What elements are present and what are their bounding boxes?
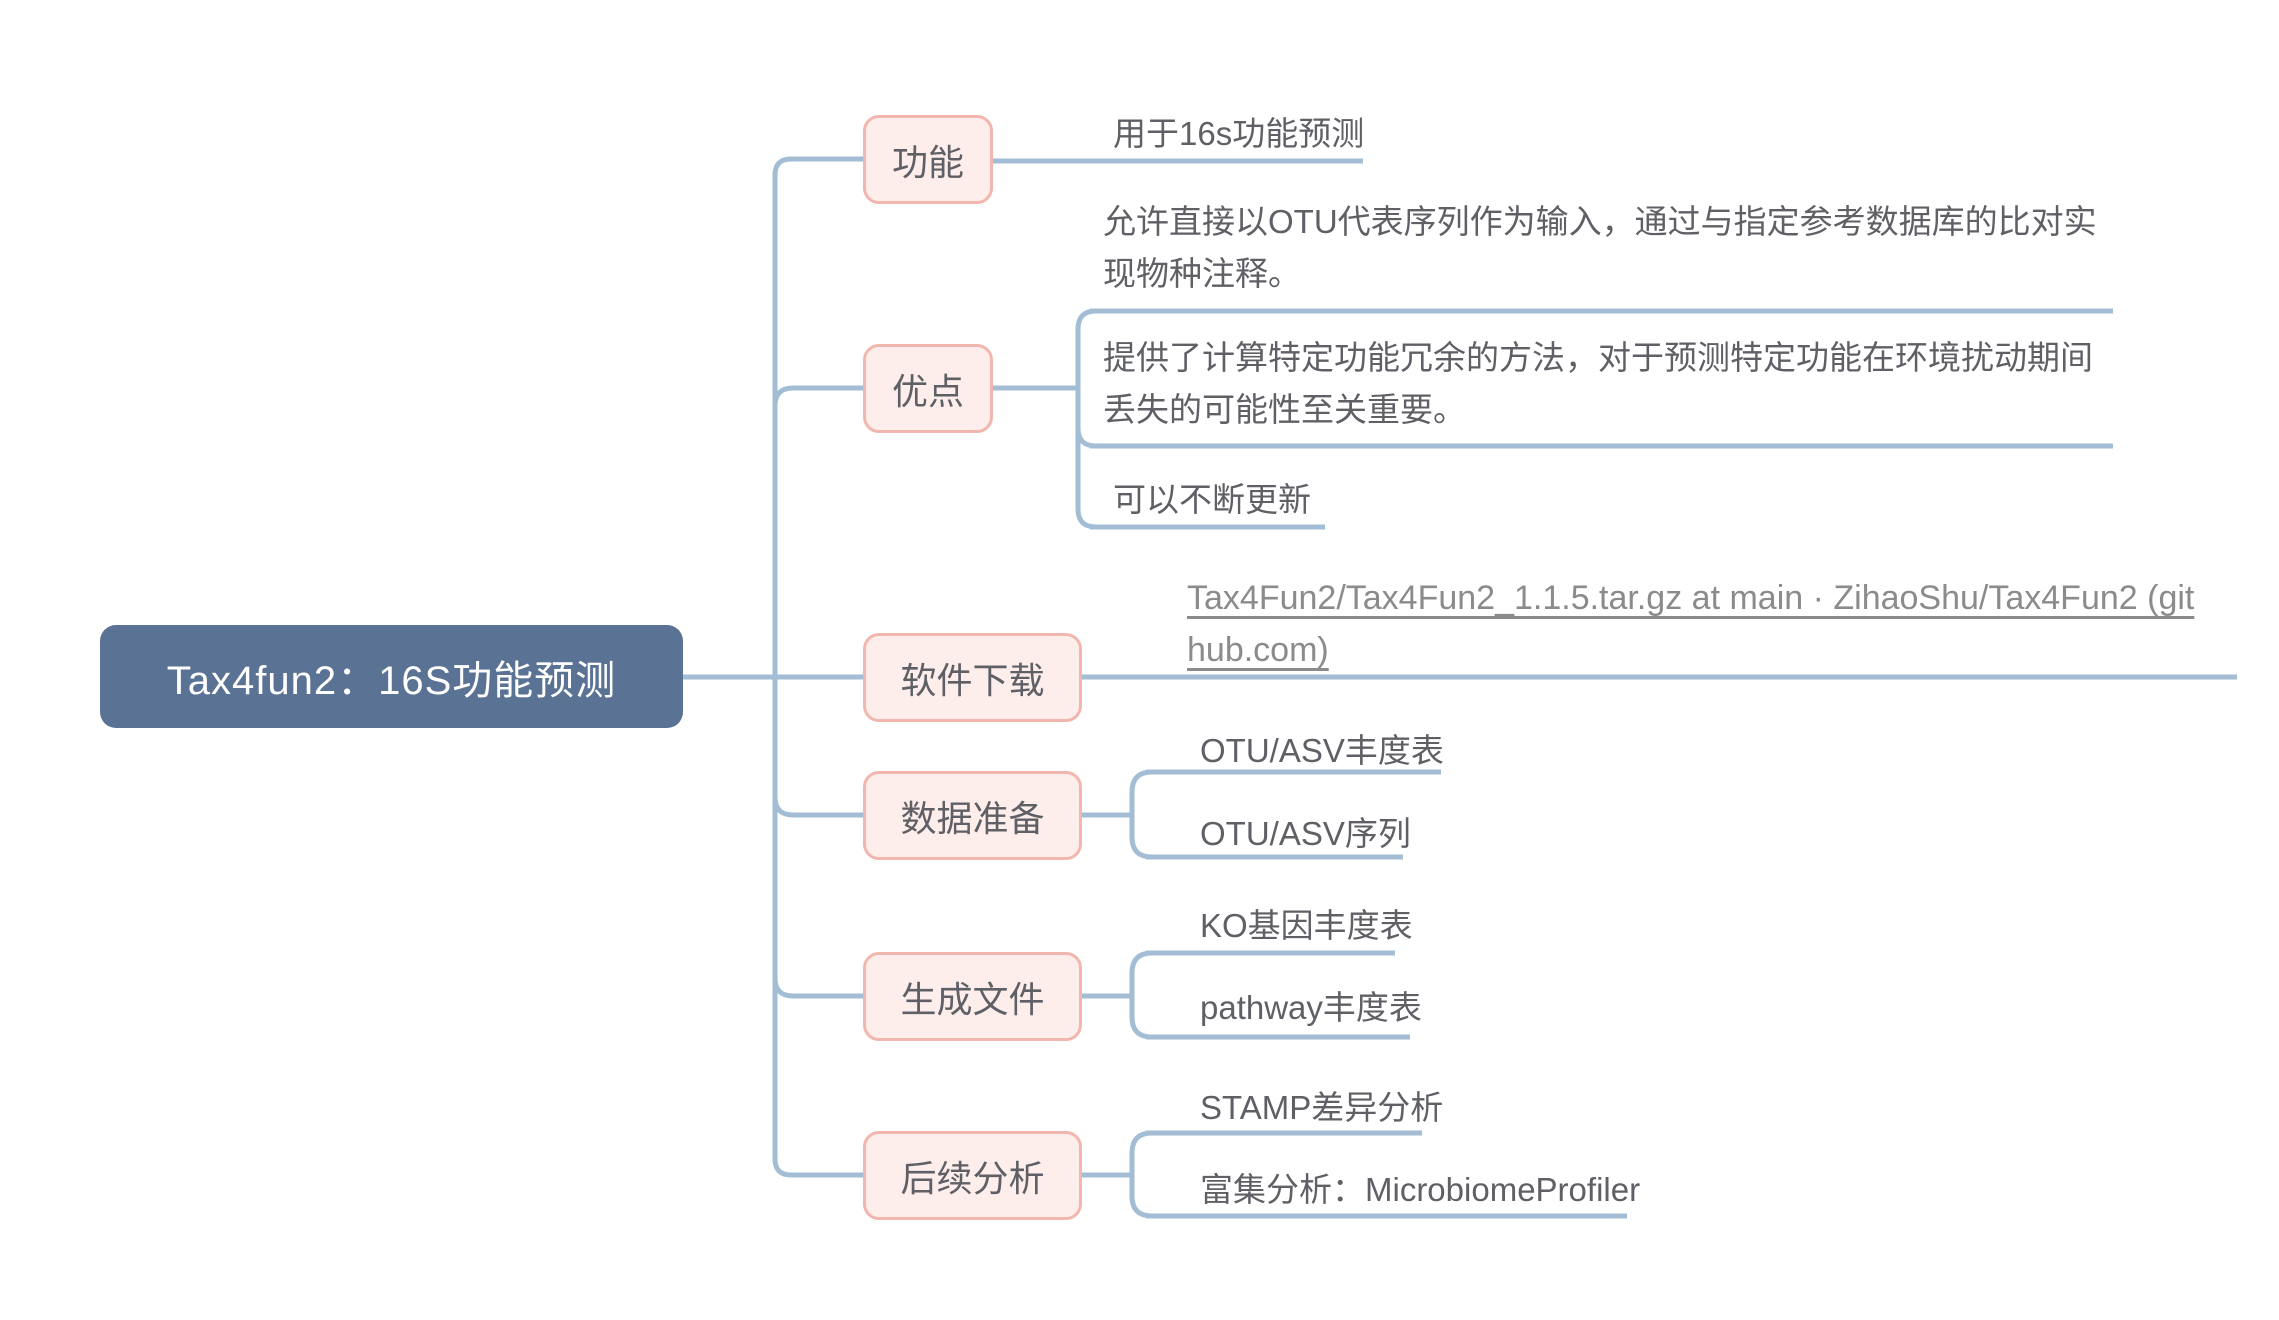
leaf-topic-download-link[interactable]: Tax4Fun2/Tax4Fun2_1.1.5.tar.gz at main ·… [1187,579,2195,669]
leaf-topic-otu-sequence[interactable]: OTU/ASV序列 [1200,815,1411,852]
leaf-topic-functional-redundancy[interactable]: 提供了计算特定功能冗余的方法，对于预测特定功能在环境扰动期间丢失的可能性至关重要… [1103,339,2093,428]
leaf-topic-16s-prediction[interactable]: 用于16s功能预测 [1113,115,1365,152]
leaf-topic-otu-input[interactable]: 允许直接以OTU代表序列作为输入，通过与指定参考数据库的比对实现物种注释。 [1103,203,2097,292]
branch-topic-ruanjianxiazai[interactable]: 软件下载 [863,633,1082,722]
bracket-shuju [1129,769,1153,860]
bracket-houxu [1129,1130,1153,1219]
bracket-youdian-mid [1075,427,1097,449]
branch-topic-houxufenxi[interactable]: 后续分析 [863,1131,1082,1220]
leaf-topic-otu-abundance-table[interactable]: OTU/ASV丰度表 [1200,732,1444,769]
bracket-shengcheng [1129,950,1153,1040]
branch-topic-gongneng[interactable]: 功能 [863,115,993,204]
elbow-youdian [772,385,866,407]
elbow-shengcheng [772,977,866,999]
bracket-youdian [1075,308,1097,530]
trunk-line [772,156,866,1178]
leaf-topic-enrichment-analysis[interactable]: 富集分析：MicrobiomeProfiler [1200,1171,1641,1208]
root-topic[interactable]: Tax4fun2：16S功能预测 [100,625,683,728]
leaf-topic-pathway-abundance-table[interactable]: pathway丰度表 [1200,989,1422,1026]
branch-topic-shujuzhunbei[interactable]: 数据准备 [863,771,1082,860]
leaf-topic-ko-abundance-table[interactable]: KO基因丰度表 [1200,907,1413,944]
branch-topic-shengchengwenjian[interactable]: 生成文件 [863,952,1082,1041]
branch-topic-youdian[interactable]: 优点 [863,344,993,433]
leaf-topic-continuous-update[interactable]: 可以不断更新 [1113,481,1311,518]
leaf-topic-stamp-analysis[interactable]: STAMP差异分析 [1200,1089,1444,1126]
elbow-shuju [772,796,866,818]
